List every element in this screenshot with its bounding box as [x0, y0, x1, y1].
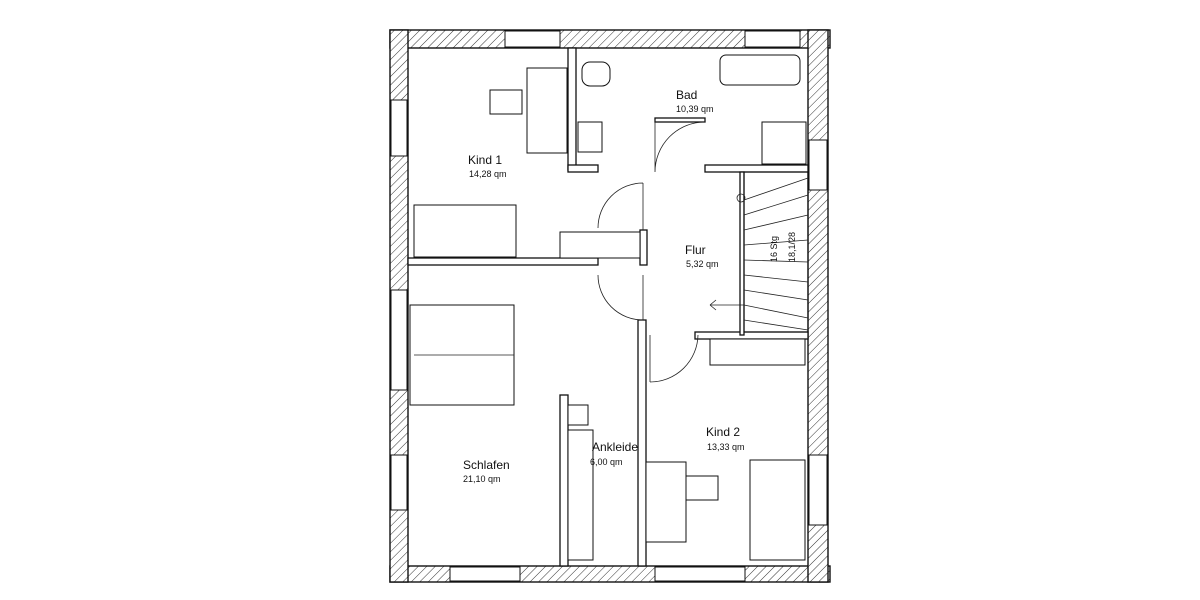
window: [808, 139, 828, 191]
stair-dimension: 18,1/28: [787, 232, 797, 262]
window: [390, 289, 408, 391]
window: [654, 566, 746, 582]
room-area-schlafen: 21,10 qm: [463, 474, 501, 484]
bed: [749, 459, 806, 561]
window: [449, 566, 521, 582]
room-area-ankleide: 6,00 qm: [590, 457, 623, 467]
outer-walls: [389, 29, 831, 583]
staircase: 16 Stg 18,1/28: [709, 171, 809, 333]
room-area-flur: 5,32 qm: [686, 259, 719, 269]
chair: [685, 475, 719, 501]
bed: [413, 204, 517, 258]
window: [504, 30, 561, 48]
room-area-kind1: 14,28 qm: [469, 169, 507, 179]
window: [390, 454, 408, 511]
room-name-schlafen: Schlafen: [463, 458, 510, 472]
window: [390, 99, 408, 157]
doors: [597, 120, 706, 383]
bathtub-icon: [719, 54, 801, 86]
room-area-bad: 10,39 qm: [676, 104, 714, 114]
chimney: [567, 404, 589, 426]
window: [744, 30, 801, 48]
window: [808, 454, 828, 526]
room-labels: Kind 1 14,28 qm Bad 10,39 qm Flur 5,32 q…: [463, 88, 745, 484]
shower-icon: [761, 121, 807, 165]
room-name-bad: Bad: [676, 88, 697, 102]
chair: [489, 89, 523, 115]
interior-walls: [407, 47, 809, 567]
desk: [526, 67, 568, 154]
shelf: [709, 338, 806, 366]
room-name-flur: Flur: [685, 243, 706, 257]
desk: [645, 461, 687, 543]
sink-icon: [577, 121, 603, 153]
room-area-kind2: 13,33 qm: [707, 442, 745, 452]
shelf: [559, 231, 641, 259]
room-name-kind2: Kind 2: [706, 425, 740, 439]
furniture: [409, 54, 807, 561]
room-name-kind1: Kind 1: [468, 153, 502, 167]
toilet-icon: [581, 61, 611, 87]
wardrobe: [567, 429, 594, 561]
stair-steps: 16 Stg: [769, 236, 779, 262]
room-name-ankleide: Ankleide: [592, 440, 638, 454]
